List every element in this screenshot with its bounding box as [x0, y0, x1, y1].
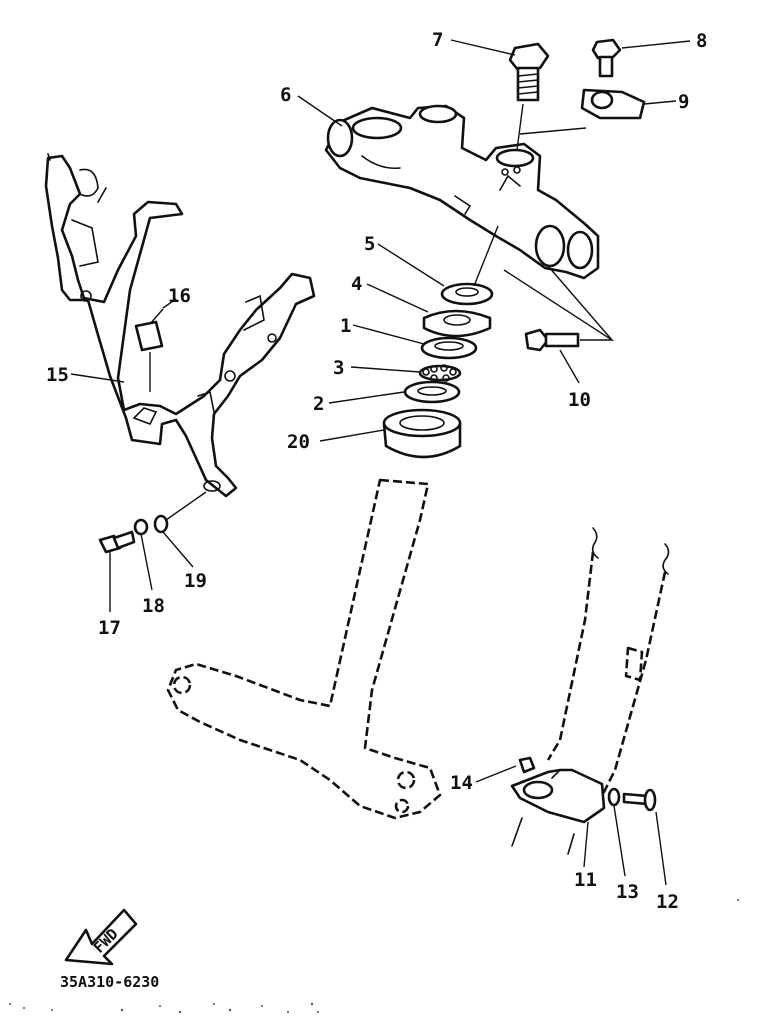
callout-10: 10	[568, 389, 591, 411]
callout-11: 11	[574, 869, 597, 891]
ball-race-1	[420, 336, 478, 360]
fork-tubes	[546, 527, 670, 801]
callout-7: 7	[432, 29, 443, 51]
callout-15: 15	[46, 364, 69, 386]
washer-19	[153, 514, 169, 534]
callout-18: 18	[142, 595, 165, 617]
callout-4: 4	[351, 273, 362, 295]
callout-14: 14	[450, 772, 473, 794]
callout-16: 16	[168, 285, 191, 307]
bolt-12	[622, 788, 657, 812]
bolt-10	[524, 328, 580, 352]
callout-20: 20	[287, 431, 310, 453]
callout-labels: 7 8 9 6 5 4 1 3 2 20 10 16 15 17 18 19 1…	[46, 29, 707, 913]
callout-12: 12	[656, 891, 679, 913]
upper-bracket	[324, 104, 600, 280]
bolt-7	[508, 42, 550, 102]
callout-1: 1	[340, 315, 351, 337]
balls-3	[418, 364, 462, 382]
callout-2: 2	[313, 393, 324, 415]
nut-14	[518, 756, 536, 774]
callout-3: 3	[333, 357, 344, 379]
callout-19: 19	[184, 570, 207, 592]
washer-18	[133, 518, 149, 536]
fwd-arrow: FWD	[64, 908, 138, 966]
scan-noise	[9, 899, 739, 1014]
bearing-20	[382, 408, 462, 459]
washer-4	[422, 309, 492, 338]
drawing-code: 35A310-6230	[60, 973, 159, 991]
callout-13: 13	[616, 881, 639, 903]
headlight-bracket-15	[44, 153, 316, 498]
ring-nut-5	[440, 282, 494, 306]
callout-6: 6	[280, 84, 291, 106]
handlebar-holder-9	[580, 88, 646, 120]
callout-5: 5	[364, 233, 375, 255]
steering-stem	[166, 478, 442, 820]
callout-9: 9	[678, 91, 689, 113]
bolt-17	[98, 530, 136, 554]
bolt-8	[591, 38, 622, 78]
washer-13	[607, 787, 621, 807]
fork-clamp-11	[510, 768, 606, 824]
callout-8: 8	[696, 30, 707, 52]
leader-lines	[70, 39, 691, 886]
callout-17: 17	[98, 617, 121, 639]
grommet-16	[134, 320, 164, 352]
ball-race-2	[403, 380, 461, 404]
